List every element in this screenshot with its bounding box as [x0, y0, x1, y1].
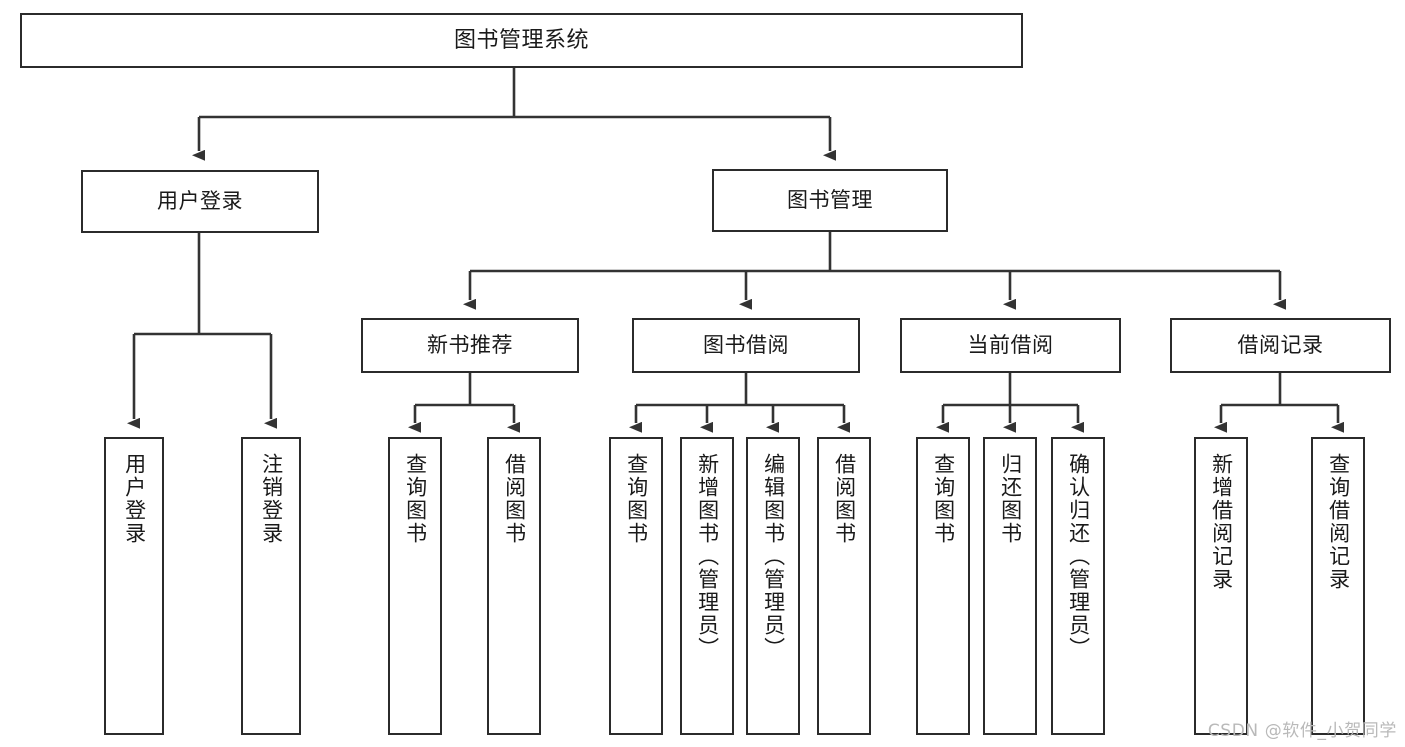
node-leaf-query-book-3-label: 查询图书	[931, 453, 956, 545]
node-leaf-query-book-3[interactable]: 查询图书	[916, 437, 970, 735]
node-book-borrow-label: 图书借阅	[703, 333, 789, 358]
node-leaf-add-record-label: 新增借阅记录	[1209, 453, 1234, 591]
node-leaf-borrow-book-1-label: 借阅图书	[502, 453, 527, 545]
node-leaf-user-login[interactable]: 用户登录	[104, 437, 164, 735]
node-leaf-add-record[interactable]: 新增借阅记录	[1194, 437, 1248, 735]
node-leaf-add-book[interactable]: 新增图书（管理员）	[680, 437, 734, 735]
node-leaf-edit-book[interactable]: 编辑图书（管理员）	[746, 437, 800, 735]
node-leaf-query-book-1[interactable]: 查询图书	[388, 437, 442, 735]
node-leaf-query-record-label: 查询借阅记录	[1326, 453, 1351, 591]
node-leaf-confirm-return-label: 确认归还（管理员）	[1066, 453, 1091, 660]
node-new-book-rec[interactable]: 新书推荐	[361, 318, 579, 373]
node-leaf-add-book-label: 新增图书（管理员）	[695, 453, 720, 660]
node-user-login-label: 用户登录	[157, 189, 243, 214]
node-leaf-user-logout-label: 注销登录	[259, 453, 284, 545]
node-root[interactable]: 图书管理系统	[20, 13, 1023, 68]
node-leaf-confirm-return[interactable]: 确认归还（管理员）	[1051, 437, 1105, 735]
node-leaf-borrow-book-2-label: 借阅图书	[832, 453, 857, 545]
node-current-borrow[interactable]: 当前借阅	[900, 318, 1121, 373]
watermark: CSDN @软件_小贺同学	[1207, 721, 1397, 741]
node-leaf-borrow-book-1[interactable]: 借阅图书	[487, 437, 541, 735]
node-book-manage-label: 图书管理	[787, 188, 873, 213]
node-leaf-return-book-label: 归还图书	[998, 453, 1023, 545]
node-leaf-edit-book-label: 编辑图书（管理员）	[761, 453, 786, 660]
node-user-login[interactable]: 用户登录	[81, 170, 319, 233]
node-leaf-user-logout[interactable]: 注销登录	[241, 437, 301, 735]
node-leaf-query-record[interactable]: 查询借阅记录	[1311, 437, 1365, 735]
node-root-label: 图书管理系统	[453, 27, 589, 53]
node-new-book-rec-label: 新书推荐	[427, 333, 513, 358]
node-leaf-user-login-label: 用户登录	[122, 453, 147, 545]
node-leaf-query-book-2-label: 查询图书	[624, 453, 649, 545]
node-leaf-query-book-1-label: 查询图书	[403, 453, 428, 545]
node-current-borrow-label: 当前借阅	[967, 333, 1054, 358]
node-leaf-query-book-2[interactable]: 查询图书	[609, 437, 663, 735]
node-borrow-record-label: 借阅记录	[1237, 333, 1324, 358]
node-borrow-record[interactable]: 借阅记录	[1170, 318, 1391, 373]
node-leaf-return-book[interactable]: 归还图书	[983, 437, 1037, 735]
node-book-manage[interactable]: 图书管理	[712, 169, 948, 232]
node-leaf-borrow-book-2[interactable]: 借阅图书	[817, 437, 871, 735]
node-book-borrow[interactable]: 图书借阅	[632, 318, 860, 373]
